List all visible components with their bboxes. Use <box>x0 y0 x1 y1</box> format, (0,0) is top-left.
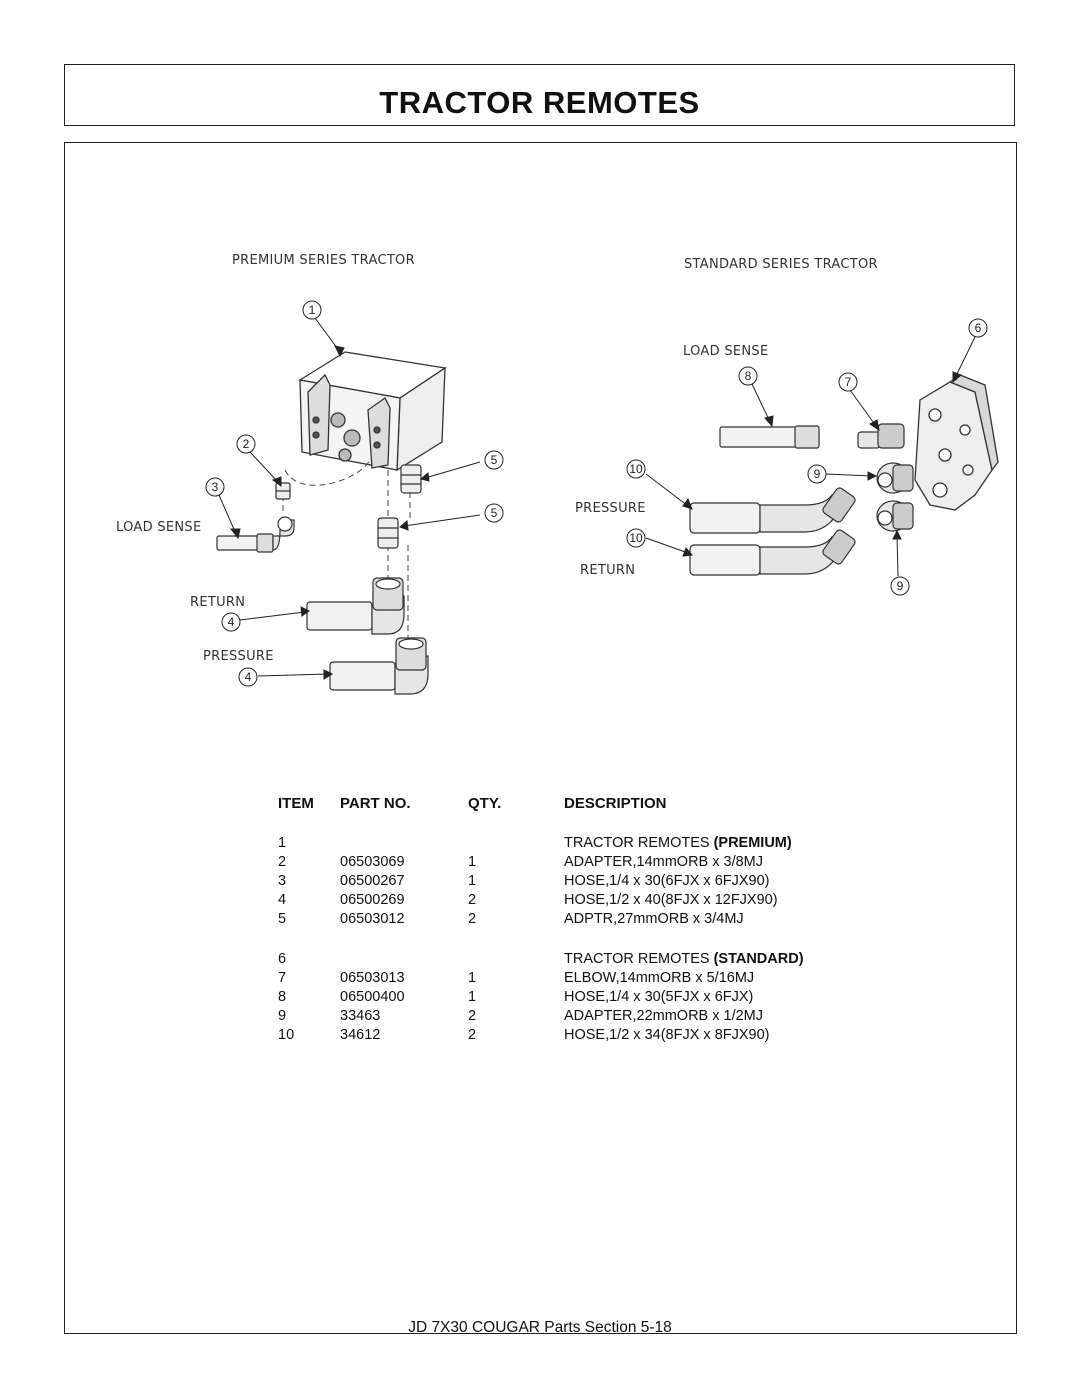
standard-callouts <box>626 318 988 596</box>
callout-6: 6 <box>975 321 982 335</box>
load-sense-hose-3 <box>216 516 295 553</box>
item-cell: 8 <box>278 989 287 1005</box>
qty-cell: 1 <box>468 970 477 986</box>
standard-pressure-label: PRESSURE <box>575 501 646 516</box>
item-cell: 4 <box>278 892 287 908</box>
return-hose-10 <box>689 529 856 576</box>
table-row: 2 06503069 1 ADAPTER,14mmORB x 3/8MJ <box>278 854 878 873</box>
description-cell: ADAPTER,22mmORB x 1/2MJ <box>564 1008 764 1024</box>
table-row: 3 06500267 1 HOSE,1/4 x 30(6FJX x 6FJX90… <box>278 873 878 892</box>
callout-4b: 4 <box>245 670 252 684</box>
callout-5b: 5 <box>491 506 498 520</box>
part-no-cell: 06503069 <box>340 854 405 870</box>
premium-callouts <box>205 300 504 687</box>
description-cell: ADPTR,27mmORB x 3/4MJ <box>564 911 744 927</box>
adapter-fitting-2 <box>275 482 291 500</box>
item-cell: 7 <box>278 970 287 986</box>
premium-series-title: PREMIUM SERIES TRACTOR <box>232 253 415 268</box>
callout-10b: 10 <box>629 531 643 545</box>
content-box <box>64 142 1017 1334</box>
qty-cell: 2 <box>468 1008 477 1024</box>
qty-cell: 1 <box>468 854 477 870</box>
item-cell: 5 <box>278 911 287 927</box>
table-row: 10 34612 2 HOSE,1/2 x 34(8FJX x 8FJX90) <box>278 1027 878 1046</box>
table-row: 4 06500269 2 HOSE,1/2 x 40(8FJX x 12FJX9… <box>278 892 878 911</box>
item-cell: 10 <box>278 1027 295 1043</box>
qty-cell: 1 <box>468 873 477 889</box>
description-cell: ELBOW,14mmORB x 5/16MJ <box>564 970 755 986</box>
table-row: 6 TRACTOR REMOTES (STANDARD) <box>278 951 878 970</box>
description-text: TRACTOR REMOTES <box>564 951 714 967</box>
parts-diagram: PREMIUM SERIES TRACTOR STANDARD SERIES T… <box>116 253 999 695</box>
table-row: 9 33463 2 ADAPTER,22mmORB x 1/2MJ <box>278 1008 878 1027</box>
standard-series-title: STANDARD SERIES TRACTOR <box>684 257 878 272</box>
item-cell: 2 <box>278 854 287 870</box>
table-row: 8 06500400 1 HOSE,1/4 x 30(5FJX x 6FJX) <box>278 989 878 1008</box>
header-item: ITEM <box>278 795 314 812</box>
pressure-hose-4 <box>329 637 429 695</box>
standard-leader-lines <box>645 336 976 577</box>
part-no-cell: 06500269 <box>340 892 405 908</box>
description-cell: HOSE,1/2 x 34(8FJX x 8FJX90) <box>564 1027 770 1043</box>
description-variant: (PREMIUM) <box>713 835 792 851</box>
part-no-cell: 34612 <box>340 1027 381 1043</box>
premium-return-label: RETURN <box>190 595 245 610</box>
part-no-cell: 06500267 <box>340 873 405 889</box>
item-cell: 3 <box>278 873 287 889</box>
description-cell: HOSE,1/2 x 40(8FJX x 12FJX90) <box>564 892 778 908</box>
load-sense-hose-8 <box>719 425 820 449</box>
description-cell: TRACTOR REMOTES (STANDARD) <box>564 951 804 967</box>
item-cell: 9 <box>278 1008 287 1024</box>
callout-9b: 9 <box>897 579 904 593</box>
item-cell: 6 <box>278 951 287 967</box>
elbow-fitting-7 <box>857 423 905 449</box>
table-row: 1 TRACTOR REMOTES (PREMIUM) <box>278 835 878 854</box>
premium-pressure-label: PRESSURE <box>203 649 274 664</box>
description-cell: HOSE,1/4 x 30(6FJX x 6FJX90) <box>564 873 770 889</box>
part-no-cell: 06503013 <box>340 970 405 986</box>
table-row: 5 06503012 2 ADPTR,27mmORB x 3/4MJ <box>278 911 878 930</box>
callout-9a: 9 <box>814 467 821 481</box>
part-no-cell: 06503012 <box>340 911 405 927</box>
callout-8: 8 <box>745 369 752 383</box>
description-variant: (STANDARD) <box>713 951 804 967</box>
qty-cell: 1 <box>468 989 477 1005</box>
premium-valve-block <box>298 351 447 472</box>
callout-4a: 4 <box>228 615 235 629</box>
qty-cell: 2 <box>468 1027 477 1043</box>
description-cell: TRACTOR REMOTES (PREMIUM) <box>564 835 792 851</box>
qty-cell: 2 <box>468 911 477 927</box>
callout-7: 7 <box>845 375 852 389</box>
page-footer: JD 7X30 COUGAR Parts Section 5-18 <box>408 1319 672 1336</box>
callout-5a: 5 <box>491 453 498 467</box>
callout-2: 2 <box>243 437 250 451</box>
pressure-hose-10 <box>689 487 856 534</box>
callout-10a: 10 <box>629 462 643 476</box>
description-cell: HOSE,1/4 x 30(5FJX x 6FJX) <box>564 989 754 1005</box>
callout-1: 1 <box>309 303 316 317</box>
premium-leader-lines <box>218 317 481 680</box>
adapter-fitting-5b <box>377 517 399 549</box>
standard-return-label: RETURN <box>580 563 635 578</box>
table-row: 7 06503013 1 ELBOW,14mmORB x 5/16MJ <box>278 970 878 989</box>
adapter-fitting-9a <box>876 462 914 494</box>
standard-load-sense-label: LOAD SENSE <box>683 344 768 359</box>
part-no-cell: 33463 <box>340 1008 381 1024</box>
description-text: TRACTOR REMOTES <box>564 835 714 851</box>
return-hose-4 <box>306 577 405 635</box>
part-no-cell: 06500400 <box>340 989 405 1005</box>
page-title: TRACTOR REMOTES <box>379 85 700 120</box>
header-qty: QTY. <box>468 795 502 812</box>
item-cell: 1 <box>278 835 287 851</box>
adapter-fitting-5a <box>400 464 422 494</box>
qty-cell: 2 <box>468 892 477 908</box>
header-description: DESCRIPTION <box>564 795 667 812</box>
standard-valve-bracket-6 <box>914 374 999 511</box>
description-cell: ADAPTER,14mmORB x 3/8MJ <box>564 854 764 870</box>
adapter-fitting-9b <box>876 500 914 532</box>
callout-3: 3 <box>212 480 219 494</box>
premium-load-sense-label: LOAD SENSE <box>116 520 201 535</box>
title-box: TRACTOR REMOTES <box>64 64 1015 126</box>
header-part-no: PART NO. <box>340 795 411 812</box>
